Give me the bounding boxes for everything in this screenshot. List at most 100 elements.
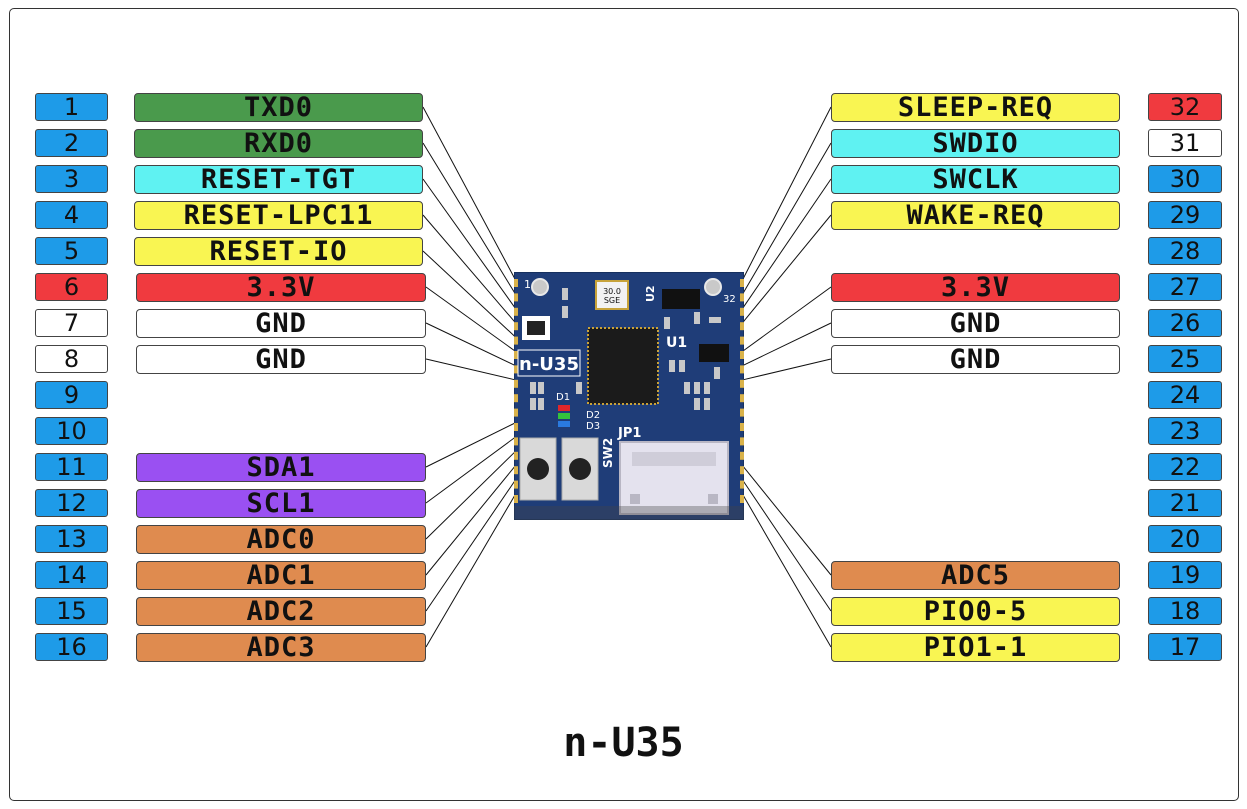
pin-number-26: 26 xyxy=(1148,309,1222,337)
castellated-pad-left xyxy=(514,379,518,388)
castellated-pad-right xyxy=(740,322,744,331)
pin-number-8: 8 xyxy=(35,345,108,373)
pin-label-18: PIO0-5 xyxy=(831,597,1120,626)
castellated-pad-left xyxy=(514,451,518,460)
wire-pin-29 xyxy=(742,214,832,323)
pin-number-28: 28 xyxy=(1148,237,1222,265)
pin-number-31: 31 xyxy=(1148,129,1222,157)
mount-hole-left xyxy=(531,278,549,296)
castellated-pad-right xyxy=(740,394,744,403)
wire-pin-8 xyxy=(425,358,516,381)
castellated-pad-left xyxy=(514,394,518,403)
pin-number-19: 19 xyxy=(1148,561,1222,589)
pin-label-15: ADC2 xyxy=(136,597,426,626)
pin1-mark: 1 xyxy=(524,278,531,291)
castellated-pad-left xyxy=(514,279,518,287)
led-d1-red xyxy=(558,405,570,411)
wire-pin-27 xyxy=(742,286,832,352)
castellated-pad-right xyxy=(740,307,744,316)
d2-label: D2 xyxy=(586,410,600,421)
wire-pin-30 xyxy=(742,178,832,309)
pin-label-17: PIO1-1 xyxy=(831,633,1120,662)
pin-number-20: 20 xyxy=(1148,525,1222,553)
pin-label-2: RXD0 xyxy=(134,129,423,158)
pin-number-12: 12 xyxy=(35,489,108,517)
castellated-pad-right xyxy=(740,279,744,287)
pin-number-10: 10 xyxy=(35,417,108,445)
pin-number-23: 23 xyxy=(1148,417,1222,445)
u1-mcu-chip xyxy=(587,327,659,405)
wire-pin-25 xyxy=(742,358,832,381)
pin-number-15: 15 xyxy=(35,597,108,625)
crystal xyxy=(595,280,629,310)
wire-pin-5 xyxy=(422,250,516,337)
pin-number-32: 32 xyxy=(1148,93,1222,121)
d1-label: D1 xyxy=(556,392,570,403)
pin-number-24: 24 xyxy=(1148,381,1222,409)
diagram-frame xyxy=(9,8,1239,801)
pin-number-2: 2 xyxy=(35,129,108,157)
castellated-pad-left xyxy=(514,408,518,417)
castellated-pad-left xyxy=(514,307,518,316)
pin-label-32: SLEEP-REQ xyxy=(831,93,1120,122)
pin-number-14: 14 xyxy=(35,561,108,589)
wire-pin-11 xyxy=(425,422,516,468)
pin-label-3: RESET-TGT xyxy=(134,165,423,194)
pin-number-30: 30 xyxy=(1148,165,1222,193)
castellated-pad-right xyxy=(740,451,744,460)
castellated-pad-left xyxy=(514,480,518,489)
castellated-pad-left xyxy=(514,495,518,503)
wire-pin-13 xyxy=(425,451,516,540)
u1-label: U1 xyxy=(666,335,687,351)
module-board: 1 32 30.0 SGE U2 U1 n-U35 D1 D2 D3 SW2 J… xyxy=(514,272,744,520)
wire-pin-26 xyxy=(742,322,832,366)
u2-label: U2 xyxy=(644,285,657,302)
pin-label-7: GND xyxy=(136,309,426,338)
castellated-pad-right xyxy=(740,423,744,431)
pin-number-1: 1 xyxy=(35,93,108,121)
pin-number-25: 25 xyxy=(1148,345,1222,373)
pin-number-11: 11 xyxy=(35,453,108,481)
wire-pin-3 xyxy=(422,178,516,309)
castellated-pad-right xyxy=(740,466,744,475)
wire-pin-19 xyxy=(742,465,832,576)
led-d2-green xyxy=(558,413,570,419)
pin-number-16: 16 xyxy=(35,633,108,661)
pin-number-6: 6 xyxy=(35,273,108,301)
castellated-pad-right xyxy=(740,336,744,345)
castellated-pad-right xyxy=(740,379,744,388)
wire-pin-31 xyxy=(742,142,832,294)
pin-number-22: 22 xyxy=(1148,453,1222,481)
pin-number-3: 3 xyxy=(35,165,108,193)
wire-pin-1 xyxy=(422,106,516,280)
pin-number-7: 7 xyxy=(35,309,108,337)
pin-number-9: 9 xyxy=(35,381,108,409)
jp1-label: JP1 xyxy=(617,426,641,441)
castellated-pad-left xyxy=(514,423,518,431)
castellated-pad-right xyxy=(740,408,744,417)
pin-number-17: 17 xyxy=(1148,633,1222,661)
board-name: n-U35 xyxy=(519,354,579,375)
castellated-pad-left xyxy=(514,437,518,446)
pin-label-12: SCL1 xyxy=(136,489,426,518)
pin-label-8: GND xyxy=(136,345,426,374)
u2-chip xyxy=(662,289,700,309)
pin-label-26: GND xyxy=(831,309,1120,338)
pin-label-11: SDA1 xyxy=(136,453,426,482)
pin-label-1: TXD0 xyxy=(134,93,423,122)
castellated-pad-left xyxy=(514,322,518,331)
pin-label-6: 3.3V xyxy=(136,273,426,302)
pin-number-4: 4 xyxy=(35,201,108,229)
wire-pin-7 xyxy=(425,322,516,366)
wire-pin-6 xyxy=(425,286,516,352)
pin32-mark: 32 xyxy=(723,294,736,305)
wire-pin-32 xyxy=(742,106,832,280)
led-d3-blue xyxy=(558,421,570,427)
castellated-pad-right xyxy=(740,480,744,489)
wire-pin-4 xyxy=(422,214,516,323)
wire-pin-18 xyxy=(742,480,832,612)
crystal-line2: SGE xyxy=(604,296,620,305)
wire-pin-14 xyxy=(425,465,516,576)
castellated-pad-right xyxy=(740,365,744,374)
